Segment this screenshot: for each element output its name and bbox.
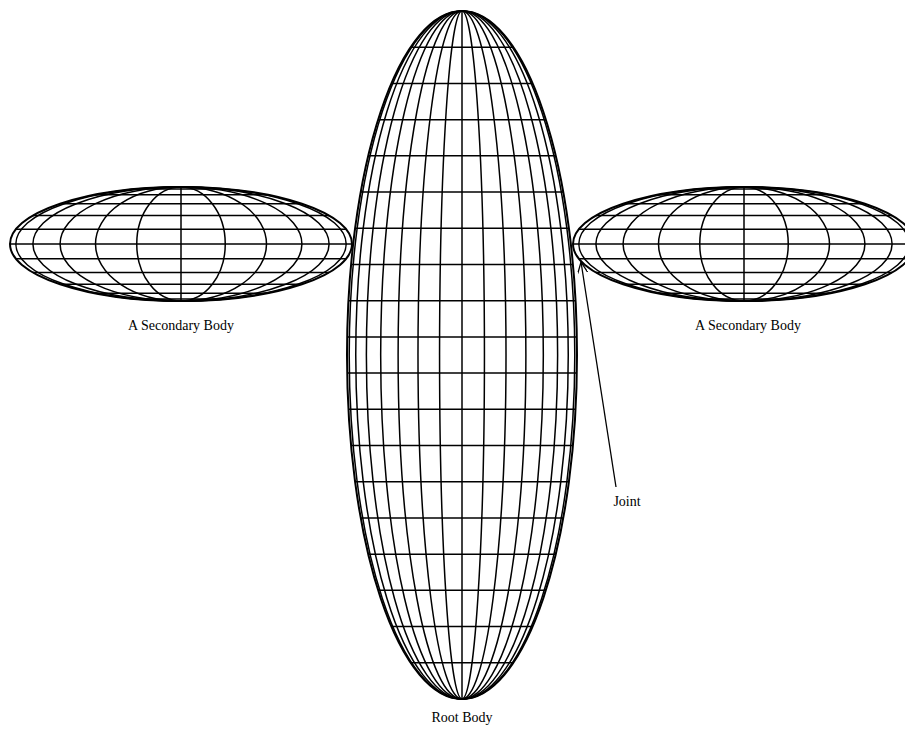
secondary-line [623, 284, 865, 286]
secondary-line [659, 194, 830, 196]
secondary-outline [573, 187, 905, 301]
root-latitude [378, 119, 546, 121]
root-meridian [356, 11, 569, 699]
secondary-line [60, 203, 302, 205]
secondary-line [16, 229, 346, 231]
root-latitude [411, 662, 514, 664]
root-latitude [411, 46, 514, 48]
root-latitude [348, 409, 575, 411]
root-outline [347, 11, 577, 699]
secondary-line [700, 298, 789, 300]
part-label: A Secondary Body [695, 318, 801, 335]
secondary-line [596, 215, 892, 217]
root-latitude [355, 481, 569, 483]
root-latitude [351, 445, 573, 447]
secondary-line [579, 229, 905, 231]
root-meridian [440, 11, 485, 699]
root-latitude [351, 264, 573, 266]
root-latitude [391, 626, 532, 628]
part-label: Root Body [431, 710, 492, 727]
root-meridian [418, 11, 506, 699]
root-latitude [361, 517, 564, 519]
root-latitude [361, 191, 564, 193]
secondary-line [623, 203, 865, 205]
secondary-line [700, 188, 789, 190]
secondary-line [579, 258, 905, 260]
secondary-line [659, 293, 830, 295]
root-meridian [381, 11, 544, 699]
secondary-line [573, 243, 905, 245]
part-label: A Secondary Body [128, 318, 234, 335]
root-meridian [398, 11, 526, 699]
root-latitude [348, 300, 575, 302]
root-latitude [347, 336, 577, 338]
secondary-line [60, 284, 302, 286]
part-label: Joint [613, 494, 640, 511]
secondary-line [137, 188, 226, 190]
joint-leader [581, 262, 616, 487]
root-latitude [368, 155, 556, 157]
root-meridian [366, 11, 557, 699]
secondary-line [137, 298, 226, 300]
root-latitude [355, 228, 569, 230]
root-latitude [347, 372, 577, 374]
root-latitude [368, 553, 556, 555]
secondary-line [96, 293, 267, 295]
root-meridian [349, 11, 575, 699]
secondary-outline [10, 187, 352, 301]
secondary-line [33, 272, 329, 274]
root-latitude [391, 83, 532, 85]
secondary-line [10, 243, 352, 245]
secondary-line [33, 215, 329, 217]
root-meridian [461, 11, 463, 699]
root-latitude [378, 590, 546, 592]
secondary-line [596, 272, 892, 274]
secondary-line [96, 194, 267, 196]
secondary-line [16, 258, 346, 260]
